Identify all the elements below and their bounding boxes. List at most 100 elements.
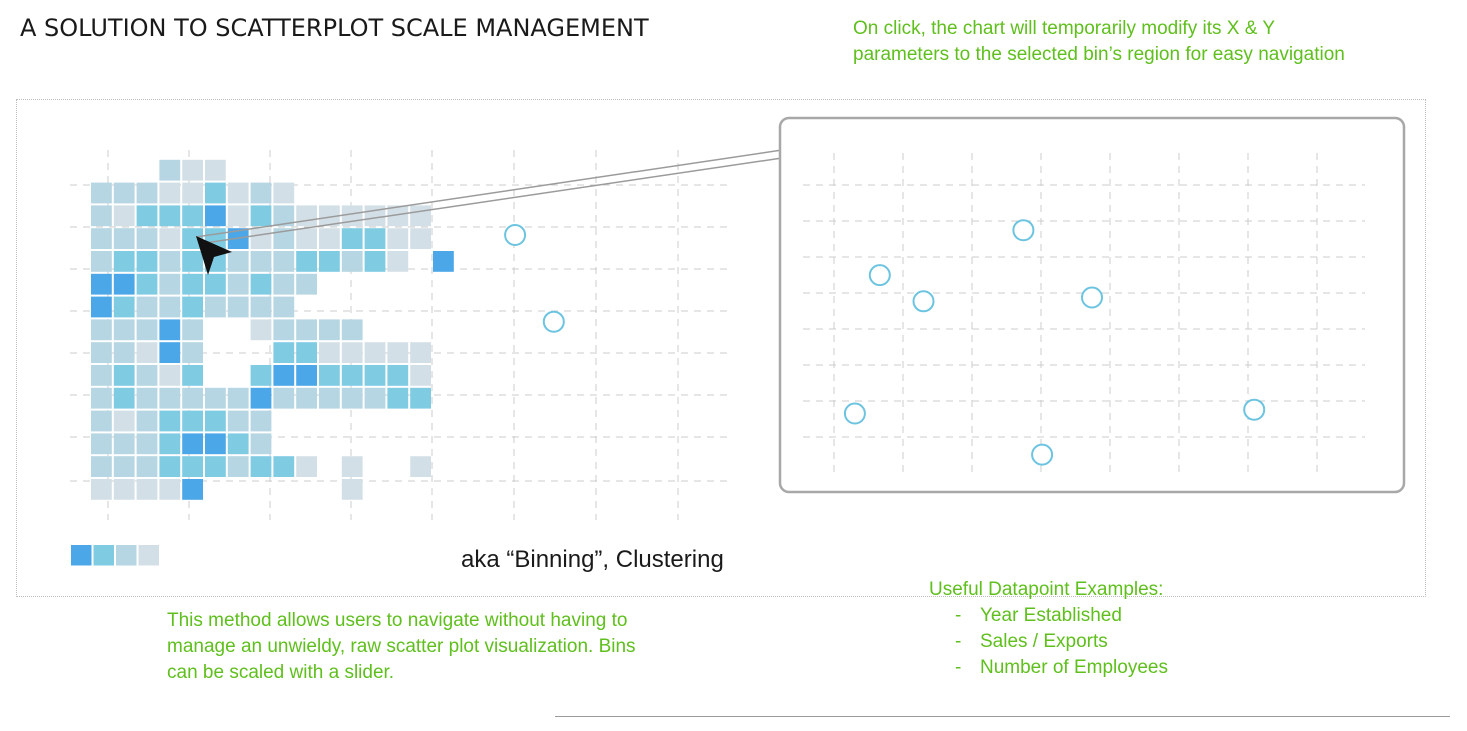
heatmap-bin — [113, 251, 135, 272]
heatmap-bin — [296, 319, 317, 341]
heatmap-bin — [159, 159, 181, 181]
heatmap-bin — [205, 456, 226, 477]
heatmap-bin — [227, 182, 249, 204]
example-label: Year Established — [980, 605, 1122, 626]
heatmap-bin — [273, 251, 295, 272]
heatmap-bin — [296, 342, 317, 363]
example-dash: - — [955, 605, 962, 626]
heatmap-bin — [341, 456, 363, 477]
heatmap-bin — [227, 251, 249, 272]
heatmap-bin — [296, 205, 317, 227]
heatmap-bin — [91, 251, 112, 272]
connector-line — [195, 149, 783, 238]
heatmap-bin — [410, 387, 431, 409]
heatmap-bin — [296, 228, 317, 249]
heatmap-bin — [319, 387, 340, 409]
heatmap-bin — [91, 273, 112, 295]
heatmap-bin — [113, 228, 135, 249]
heatmap-bin — [410, 365, 431, 386]
heatmap-bin — [319, 205, 340, 227]
heatmap-bin — [136, 182, 158, 204]
heatmap-bin — [296, 273, 317, 295]
heatmap-bin — [250, 273, 272, 295]
heatmap-bin — [91, 319, 112, 341]
zoomed-scatter-panel[interactable] — [778, 116, 1406, 494]
heatmap-bin — [227, 387, 249, 409]
heatmap-bin — [182, 205, 203, 227]
heatmap-bin — [227, 410, 249, 432]
heatmap-bin — [319, 251, 340, 272]
heatmap-bin — [113, 182, 135, 204]
heatmap-bin — [250, 456, 272, 477]
example-dash: - — [955, 631, 962, 652]
heatmap-bin — [387, 342, 409, 363]
heatmap-bins — [91, 159, 454, 500]
example-label: Number of Employees — [980, 657, 1168, 678]
heatmap-bin — [91, 387, 112, 409]
heatmap-bin — [205, 296, 226, 318]
example-label: Sales / Exports — [980, 631, 1108, 652]
heatmap-bin — [227, 205, 249, 227]
heatmap-bin — [113, 410, 135, 432]
zoom-scatter-point — [1012, 219, 1035, 242]
heatmap-bin — [410, 205, 431, 227]
heatmap-bin — [182, 342, 203, 363]
heatmap-bin — [136, 365, 158, 386]
heatmap-bin — [205, 387, 226, 409]
heatmap-bin — [91, 410, 112, 432]
heatmap-bin — [273, 205, 295, 227]
zoom-scatter-point — [1243, 398, 1266, 421]
heatmap-bin — [250, 365, 272, 386]
heatmap-bin — [136, 410, 158, 432]
heatmap-bin — [205, 159, 226, 181]
heatmap-bin — [159, 228, 181, 249]
legend-swatch — [116, 545, 137, 566]
scatter-point — [542, 310, 565, 333]
connector-line — [204, 157, 783, 244]
heatmap-bin — [91, 296, 112, 318]
heatmap-bin — [182, 228, 203, 249]
heatmap-bin — [182, 159, 203, 181]
heatmap-bin — [182, 387, 203, 409]
example-item: - Number of Employees — [929, 655, 1249, 681]
heatmap-bin — [250, 228, 272, 249]
heatmap-bin — [364, 251, 386, 272]
heatmap-bin — [273, 182, 295, 204]
heatmap-bin — [113, 433, 135, 455]
heatmap-bin — [159, 410, 181, 432]
heatmap-bin — [410, 456, 431, 477]
method-note: This method allows users to navigate wit… — [167, 610, 636, 683]
heatmap-bin — [364, 365, 386, 386]
heatmap-bin — [250, 251, 272, 272]
heatmap-bin — [387, 365, 409, 386]
heatmap-bin — [136, 273, 158, 295]
heatmap-bin — [387, 387, 409, 409]
heatmap-bin — [273, 456, 295, 477]
heatmap-bin — [136, 296, 158, 318]
heatmap-bin — [182, 410, 203, 432]
heatmap-bin — [296, 365, 317, 386]
zoom-connector-lines — [195, 149, 783, 244]
heatmap-bin — [387, 205, 409, 227]
heatmap-bin — [205, 205, 226, 227]
cursor-arrow-icon — [196, 236, 232, 275]
heatmap-bin — [182, 479, 203, 500]
heatmap-bin — [364, 228, 386, 249]
heatmap-bin — [205, 273, 226, 295]
diagram-frame — [16, 99, 1426, 597]
heatmap-bin — [296, 251, 317, 272]
heatmap-bin — [341, 479, 363, 500]
heatmap-bin — [159, 182, 181, 204]
heatmap-bin — [113, 365, 135, 386]
heatmap-bin — [273, 342, 295, 363]
heatmap-bin — [182, 319, 203, 341]
heatmap-bin — [182, 182, 203, 204]
heatmap-bin — [159, 342, 181, 363]
bin-color-legend — [71, 545, 159, 566]
examples-heading: Useful Datapoint Examples: — [929, 579, 1164, 600]
heatmap-bin — [91, 365, 112, 386]
example-dash: - — [955, 657, 962, 678]
heatmap-bin — [296, 456, 317, 477]
heatmap-bin — [136, 387, 158, 409]
